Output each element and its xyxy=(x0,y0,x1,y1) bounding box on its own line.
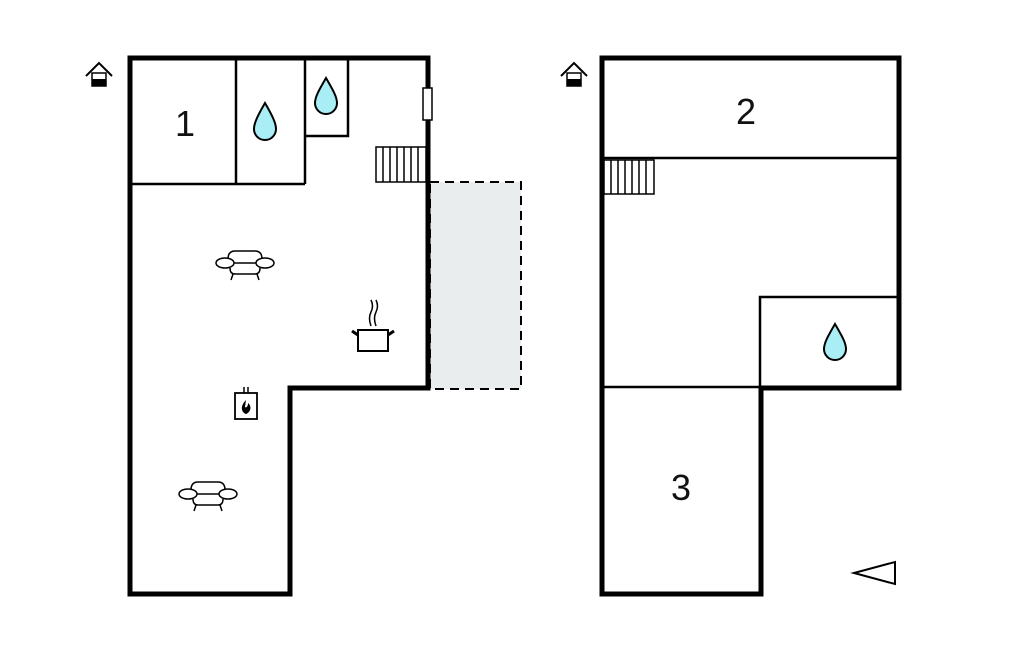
interior-walls xyxy=(130,58,350,186)
room-label-1: 1 xyxy=(175,103,195,144)
entrance-icon xyxy=(85,61,113,87)
upper-floor-plan: 2 3 xyxy=(560,55,902,597)
terrace xyxy=(429,181,522,390)
fireplace-icon xyxy=(234,387,258,420)
north-arrow-icon xyxy=(850,560,896,586)
outer-wall xyxy=(599,55,902,597)
window-icon xyxy=(422,87,433,121)
sofa-icon xyxy=(178,481,238,512)
outer-wall xyxy=(127,55,431,597)
entrance-icon xyxy=(560,61,588,87)
water-drop-icon xyxy=(252,101,278,141)
room-label-2: 2 xyxy=(736,91,756,132)
sofa-icon xyxy=(215,250,275,281)
stairs-icon xyxy=(375,146,427,183)
ground-floor-plan: 1 xyxy=(85,55,522,597)
water-drop-icon xyxy=(822,322,848,361)
water-drop-icon xyxy=(313,76,339,115)
interior-walls xyxy=(602,156,899,389)
stairs-icon xyxy=(603,159,655,195)
room-label-3: 3 xyxy=(671,467,691,508)
cooking-pot-icon xyxy=(351,299,395,352)
